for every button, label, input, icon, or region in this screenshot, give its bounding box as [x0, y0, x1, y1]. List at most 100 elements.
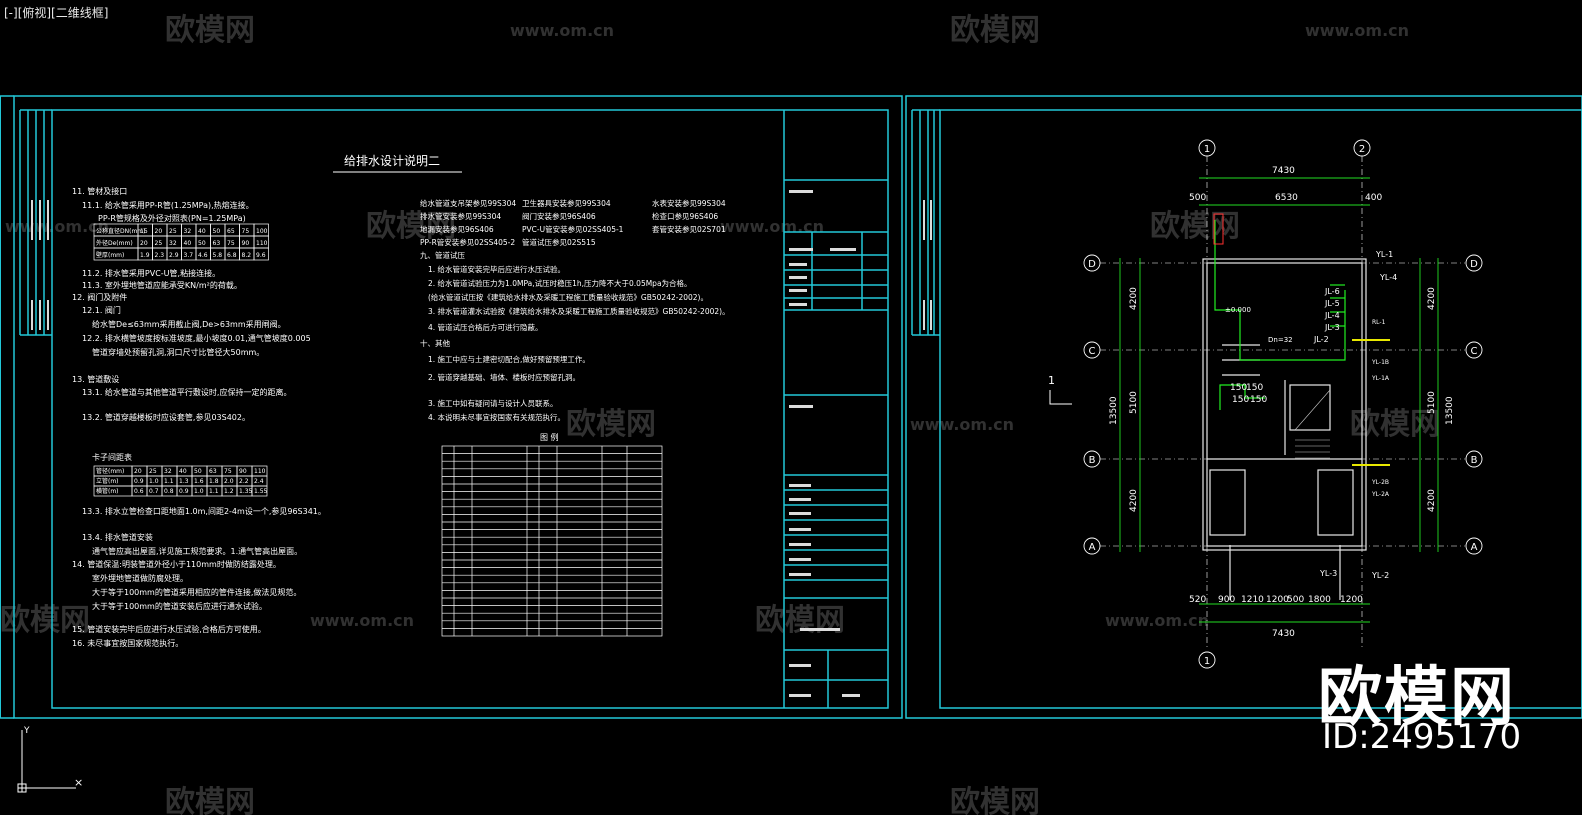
table-cell: 32: [164, 468, 172, 475]
design-notes-col-1: 11. 管材及接口 11.1. 给水管采用PP-R管(1.25MPa),热熔连接…: [72, 186, 326, 648]
table-cell: 0.6: [134, 488, 144, 495]
watermark-brand: 欧模网: [1150, 209, 1240, 244]
note-line: 13.2. 管道穿越楼板时应设套管,参见03S402。: [82, 412, 250, 422]
sheet-2-frame[interactable]: [905, 95, 1582, 719]
table-cell: 1.1: [164, 478, 174, 485]
note-line: 12.2. 排水横管坡度按标准坡度,最小坡度0.01,通气管坡度0.005: [82, 333, 311, 343]
legend-table: [441, 445, 663, 637]
svg-text:YL-1B: YL-1B: [1371, 359, 1389, 366]
sheet-1-border: [13, 95, 903, 719]
watermark-brand: 欧模网: [165, 785, 255, 815]
svg-text:D: D: [1470, 259, 1478, 270]
watermark-brand: 欧模网: [0, 603, 90, 638]
note-line: PP-R管规格及外径对照表(PN=1.25MPa): [98, 213, 246, 223]
water-pipes: [1214, 220, 1346, 410]
dim-bottom-seg: 1200: [1266, 595, 1289, 605]
table-cell: 1.1: [209, 488, 219, 495]
svg-text:4200: 4200: [1427, 489, 1437, 512]
svg-text:YL-4: YL-4: [1379, 273, 1397, 282]
ref-line: 阀门安装参见96S406: [522, 211, 596, 221]
svg-text:4200: 4200: [1129, 489, 1139, 512]
dimension-lines: [1119, 177, 1439, 623]
svg-text:A: A: [1471, 542, 1478, 553]
sheet-2-border: [905, 95, 1582, 719]
sheet-1-title: 给排水设计说明二: [344, 153, 440, 168]
ref-line: 地漏安装参见96S406: [420, 224, 494, 234]
table-cell: 50: [198, 240, 206, 247]
axis-bubbles: [1083, 139, 1483, 669]
dim-bottom-seg: 1200: [1340, 595, 1363, 605]
svg-text:B: B: [1471, 455, 1478, 466]
watermark-brand: 欧模网: [950, 785, 1040, 815]
note-line: 12.1. 阀门: [82, 305, 121, 315]
ref-line: 给水管道支吊架参见99S304: [420, 198, 516, 208]
note-line: 4. 本说明未尽事宜按国家有关规范执行。: [428, 412, 565, 422]
note-line: 1. 施工中应与土建密切配合,做好预留预埋工作。: [428, 354, 590, 364]
svg-text:YL-2: YL-2: [1371, 571, 1389, 580]
table-cell: 20: [134, 468, 142, 475]
view-control-label[interactable]: [-][俯视][二维线框]: [4, 6, 109, 20]
svg-text:JL-6: JL-6: [1324, 287, 1340, 296]
table-cell: 25: [149, 468, 157, 475]
watermark-brand: 欧模网: [1350, 407, 1440, 442]
note-line: 13.1. 给水管道与其他管道平行敷设时,应保持一定的距离。: [82, 387, 291, 397]
svg-text:13500: 13500: [1109, 396, 1119, 425]
svg-text:1: 1: [1048, 374, 1055, 387]
note-line: 11.3. 室外埋地管道应能承受KN/m²的荷载。: [82, 280, 242, 290]
section-mark: 1: [1048, 374, 1072, 405]
note-line: 12. 阀门及附件: [72, 292, 127, 302]
watermark-site: www.om.cn: [1305, 21, 1409, 40]
note-line: 13. 管道敷设: [72, 374, 119, 384]
watermark-layer: 欧模网 www.om.cn 欧模网 www.om.cn www.om.cn 欧模…: [0, 13, 1440, 815]
svg-text:13500: 13500: [1445, 396, 1455, 425]
note-line: 1. 给水管道安装完毕后应进行水压试验。: [428, 264, 565, 274]
table-cell: 100: [256, 228, 268, 235]
floor-plan[interactable]: 1 2 1 D D C C B B A A 7430 6530 500 400 …: [1048, 139, 1483, 669]
watermark-brand: 欧模网: [950, 13, 1040, 48]
svg-text:JL-5: JL-5: [1324, 299, 1340, 308]
note-line: 15. 管道安装完毕后应进行水压试验,合格后方可使用。: [72, 624, 266, 634]
table-cell: 75: [227, 240, 235, 247]
svg-text:YL-3: YL-3: [1319, 569, 1337, 578]
highlight-marker: [1213, 213, 1224, 245]
table-cell: 0.8: [164, 488, 174, 495]
sheet-2-strip-marks: [923, 200, 932, 330]
note-line: 3. 排水管道灌水试验按《建筑给水排水及采暖工程施工质量验收规范》GB50242…: [428, 306, 730, 316]
table-cell: 0.9: [134, 478, 144, 485]
table-cell: 15: [140, 228, 148, 235]
table-cell: 0.7: [149, 488, 159, 495]
svg-text:YL-1A: YL-1A: [1371, 375, 1390, 382]
ucs-axis-icon: Y ×: [17, 726, 83, 793]
watermark-site: www.om.cn: [310, 611, 414, 630]
svg-text:C: C: [1471, 346, 1478, 357]
table-cell: 32: [184, 228, 192, 235]
table-cell: 65: [227, 228, 235, 235]
table-cell: 2.9: [169, 252, 179, 259]
svg-text:JL-3: JL-3: [1324, 323, 1340, 332]
svg-text:YL-2A: YL-2A: [1371, 491, 1390, 498]
svg-text:4200: 4200: [1129, 287, 1139, 310]
watermark-brand: 欧模网: [755, 603, 845, 638]
table-cell: 75: [224, 468, 232, 475]
dim-bottom-seg: 500: [1287, 595, 1304, 605]
table-cell: 1.0: [149, 478, 159, 485]
ref-line: 套管安装参见02S701: [652, 224, 726, 234]
sheet-1-frame[interactable]: [0, 95, 903, 719]
dim-top-total: 7430: [1272, 166, 1295, 176]
table-cell: 50: [194, 468, 202, 475]
watermark-id: ID:2495170: [1322, 717, 1522, 757]
note-line: 11.2. 排水管采用PVC-U管,粘接连接。: [82, 268, 220, 278]
watermark-site: www.om.cn: [910, 415, 1014, 434]
table-cell: 2.3: [155, 252, 165, 259]
table-cell: 3.7: [184, 252, 194, 259]
note-line: (给水管道试压按《建筑给水排水及采暖工程施工质量验收规范》GB50242-200…: [428, 292, 708, 302]
svg-text:JL-4: JL-4: [1324, 311, 1340, 320]
table-cell: 横管(m): [96, 487, 119, 495]
watermark-tile: 欧模网 www.om.cn 欧模网 www.om.cn www.om.cn 欧模…: [0, 13, 1440, 815]
table-cell: 2.0: [224, 478, 234, 485]
svg-text:C: C: [1089, 346, 1096, 357]
note-line: 通气管应高出屋面,详见施工规范要求。1.通气管高出屋面。: [92, 546, 302, 556]
svg-text:150: 150: [1230, 383, 1247, 393]
